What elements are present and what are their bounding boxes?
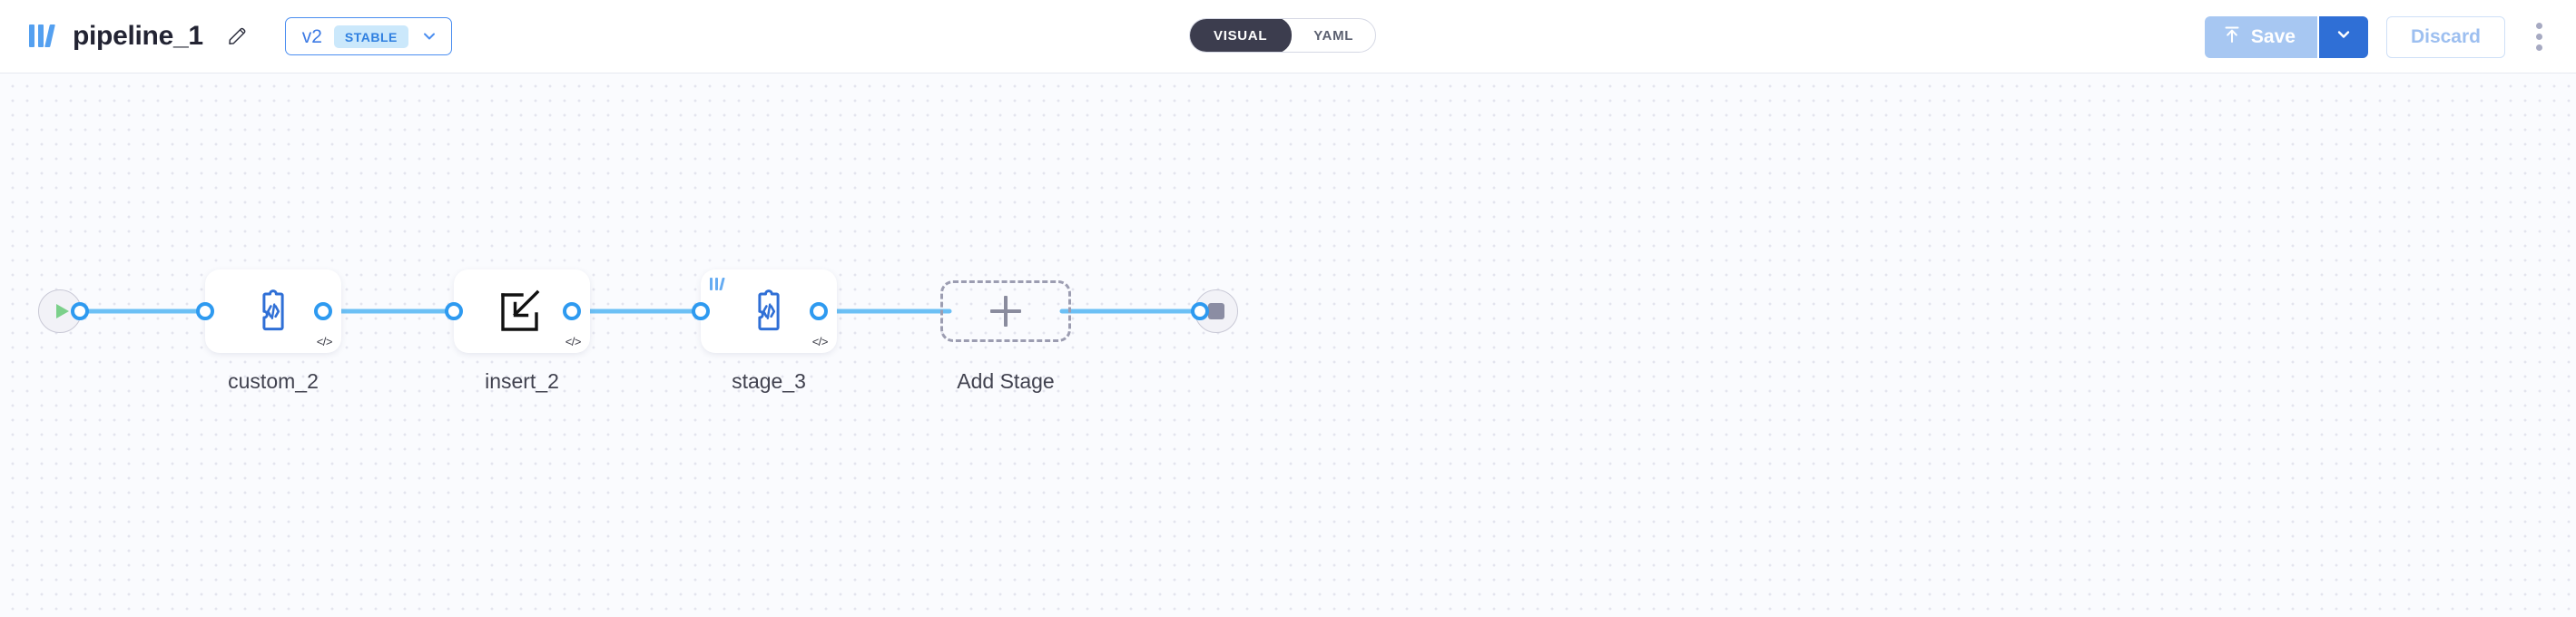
app-header: pipeline_1 v2 STABLE VISUAL YAML bbox=[0, 0, 2576, 73]
toggle-option-visual[interactable]: VISUAL bbox=[1190, 19, 1293, 52]
stage-node-stage-3[interactable]: </> bbox=[701, 269, 837, 353]
port-start-out[interactable] bbox=[71, 302, 89, 320]
pipeline-brand-logo bbox=[29, 23, 60, 50]
header-left-group: pipeline_1 v2 STABLE bbox=[0, 17, 452, 55]
add-stage-label: Add Stage bbox=[957, 369, 1055, 393]
insert-into-box-icon bbox=[454, 269, 590, 353]
port-insert2-out[interactable] bbox=[563, 302, 581, 320]
version-selector[interactable]: v2 STABLE bbox=[284, 17, 452, 55]
stage-label-insert-2: insert_2 bbox=[485, 369, 559, 393]
toggle-option-yaml[interactable]: YAML bbox=[1313, 27, 1354, 44]
header-actions-group: Save Discard bbox=[2204, 0, 2554, 73]
view-mode-toggle[interactable]: VISUAL YAML bbox=[1189, 18, 1377, 53]
chevron-down-icon bbox=[2335, 25, 2353, 48]
chevron-down-icon bbox=[420, 27, 438, 45]
pipeline-flow: </> custom_2 </> insert_2 bbox=[0, 73, 2576, 617]
save-button-label: Save bbox=[2250, 25, 2296, 47]
code-badge: </> bbox=[811, 335, 829, 348]
brand-logo-badge-icon bbox=[710, 276, 728, 290]
puzzle-code-icon bbox=[701, 269, 837, 353]
page-title: pipeline_1 bbox=[73, 21, 203, 51]
pipeline-canvas[interactable]: </> custom_2 </> insert_2 bbox=[0, 73, 2576, 617]
end-node[interactable] bbox=[1195, 289, 1238, 333]
code-badge: </> bbox=[565, 335, 582, 348]
add-stage-button[interactable] bbox=[940, 280, 1071, 342]
plus-icon bbox=[990, 296, 1021, 327]
stage-label-stage-3: stage_3 bbox=[732, 369, 806, 393]
port-stage3-out[interactable] bbox=[810, 302, 828, 320]
version-status-badge: STABLE bbox=[333, 24, 408, 48]
start-node[interactable] bbox=[38, 289, 82, 333]
version-number: v2 bbox=[301, 25, 322, 47]
save-button-group: Save bbox=[2204, 15, 2368, 58]
port-insert2-in[interactable] bbox=[445, 302, 463, 320]
upload-arrow-icon bbox=[2223, 24, 2241, 50]
pencil-icon[interactable] bbox=[223, 23, 251, 50]
stage-label-custom-2: custom_2 bbox=[228, 369, 319, 393]
save-button[interactable]: Save bbox=[2204, 15, 2317, 58]
pipeline-edges bbox=[77, 308, 1203, 314]
kebab-menu-icon[interactable] bbox=[2523, 16, 2554, 58]
port-custom2-in[interactable] bbox=[196, 302, 214, 320]
port-custom2-out[interactable] bbox=[314, 302, 332, 320]
discard-button[interactable]: Discard bbox=[2385, 15, 2505, 58]
save-dropdown-button[interactable] bbox=[2316, 15, 2368, 58]
port-stage3-in[interactable] bbox=[692, 302, 710, 320]
stop-icon bbox=[1208, 303, 1224, 319]
play-icon bbox=[55, 304, 69, 318]
puzzle-code-icon bbox=[205, 269, 341, 353]
port-end-in[interactable] bbox=[1191, 302, 1209, 320]
code-badge: </> bbox=[316, 335, 333, 348]
